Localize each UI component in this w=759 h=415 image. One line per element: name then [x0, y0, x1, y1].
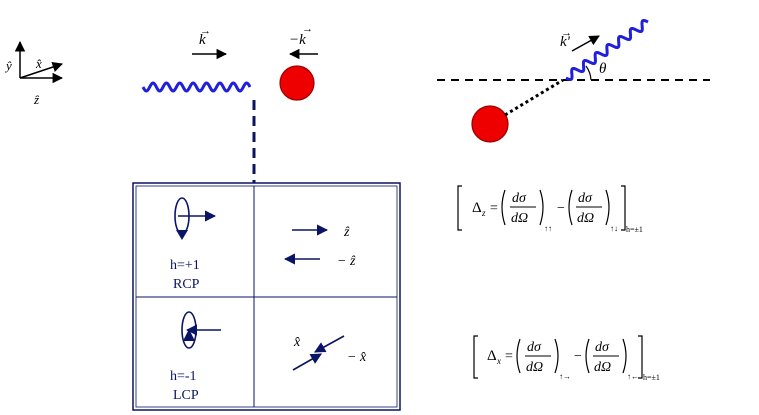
equals-sign: = [490, 201, 498, 216]
outer-bracket-right [638, 335, 643, 379]
denominator-2: dΩ [577, 211, 594, 226]
z-axis-label: ẑ [33, 92, 40, 107]
k-prime-label: k' [560, 34, 571, 50]
outer-subscript: h=±1 [626, 225, 643, 234]
denominator-2: dΩ [594, 360, 611, 375]
delta-subscript: z [481, 208, 486, 218]
plus-x-arrow [292, 353, 322, 371]
subscript-1: ↑↑ [544, 224, 552, 233]
k-label: k [199, 32, 206, 48]
paren-left-2 [585, 338, 590, 374]
minus-sign: − [574, 349, 582, 364]
theta-label: θ [599, 61, 607, 77]
theta-arc [585, 65, 592, 81]
minus-x-arrow [314, 335, 345, 353]
table-border [132, 182, 401, 411]
target-particle [279, 65, 315, 101]
rcp-helicity-label: h=+1 [170, 258, 200, 273]
paren-left-1 [501, 189, 506, 226]
k-prime-vector-mark: → [561, 27, 572, 39]
delta-subscript: x [496, 356, 501, 366]
plus-z-label: ẑ [343, 225, 350, 240]
denominator-1: dΩ [511, 211, 528, 226]
outer-subscript: h=±1 [643, 373, 660, 382]
delta-symbol: Δ [487, 348, 497, 364]
denominator-1: dΩ [526, 360, 543, 375]
rcp-helicity-icon [174, 197, 217, 240]
outer-bracket-left [473, 335, 478, 379]
helicity-table: h=+1 RCP h=-1 LCP ẑ − ẑ x̂ − x̂ [132, 182, 401, 411]
minus-z-label: − ẑ [337, 254, 356, 269]
numerator-1: dσ [512, 191, 527, 206]
outgoing-photon-wave [565, 18, 649, 82]
lcp-helicity-label: h=-1 [170, 369, 197, 384]
subscript-2: ↑↓ [610, 224, 618, 233]
delta-symbol: Δ [472, 200, 482, 216]
paren-right-1 [539, 189, 544, 226]
k-vector-mark: → [200, 25, 211, 37]
plus-x-label: x̂ [293, 335, 301, 350]
axes-legend: ŷ x̂ ẑ [4, 40, 64, 107]
k-prime-arrow [571, 35, 600, 52]
paren-left-1 [516, 338, 521, 374]
paren-left-2 [568, 189, 573, 226]
outer-bracket-right [621, 185, 626, 231]
paren-right-1 [554, 338, 559, 374]
x-axis-arrow [19, 62, 63, 79]
numerator-1: dσ [527, 340, 542, 355]
minus-x-label: − x̂ [347, 350, 367, 365]
numerator-2: dσ [595, 340, 610, 355]
lcp-name: LCP [173, 388, 199, 403]
recoil-dotted-path [504, 78, 564, 117]
y-axis-label: ŷ [4, 58, 12, 73]
subscript-1: ↑→ [559, 372, 571, 381]
paren-right-2 [622, 338, 627, 374]
equals-sign: = [505, 349, 513, 364]
x-axis-label: x̂ [35, 56, 42, 71]
minus-sign: − [557, 201, 565, 216]
recoil-particle [471, 105, 509, 143]
incoming-beam: k → −k → [141, 23, 318, 183]
lcp-helicity-icon [181, 311, 221, 349]
formula-delta-z: Δ z = dσ dΩ ↑↑ − dσ dΩ ↑↓ h=±1 [457, 185, 643, 234]
incoming-photon-wave [141, 81, 252, 93]
minus-k-label: −k [289, 32, 306, 48]
subscript-2: ↑← [627, 372, 639, 381]
minus-k-vector-mark: → [302, 23, 313, 35]
paren-right-2 [605, 189, 610, 226]
outer-bracket-left [457, 185, 462, 231]
rcp-name: RCP [173, 277, 200, 292]
scattering-diagram: k' → θ [437, 18, 710, 143]
formula-delta-x: Δ x = dσ dΩ ↑→ − dσ dΩ ↑← h=±1 [473, 335, 660, 382]
numerator-2: dσ [578, 191, 593, 206]
